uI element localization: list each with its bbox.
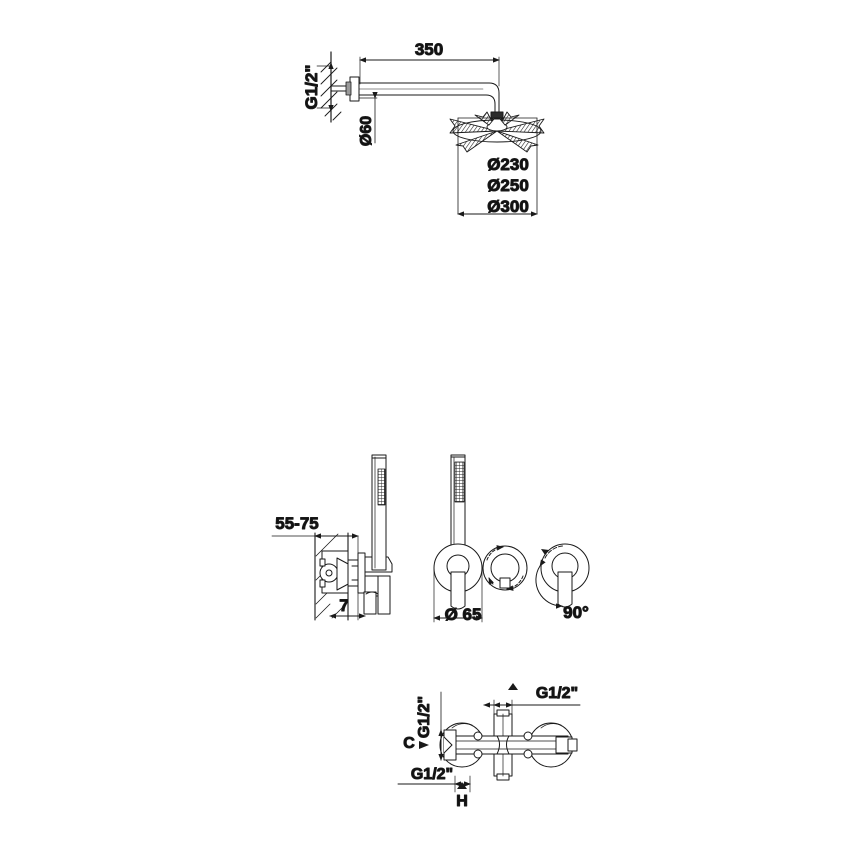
handshower-wand-left (371, 454, 387, 571)
concealed-valve-body (319, 550, 361, 594)
rain-shower-head (449, 111, 545, 153)
dimension-inlet-left: G1/2" (416, 691, 444, 761)
label-head-d1: Ø230 (487, 155, 529, 174)
label-inlet-top: G1/2" (536, 685, 578, 702)
dimension-arm-length: 350 (359, 40, 500, 87)
label-head-d2: Ø250 (487, 176, 529, 195)
mixer-front-view (433, 454, 483, 610)
cold-inlet-marker: C (403, 735, 429, 753)
label-escutcheon-diameter: Ø 65 (445, 605, 482, 624)
dimension-wall-depth: 55-75 (271, 514, 359, 557)
lever-rotation-diagram: 90° (535, 543, 590, 623)
label-cold: C (403, 735, 415, 752)
label-hot: H (456, 793, 468, 810)
label-inlet-thread: G1/2" (302, 65, 321, 110)
dimension-flange-diameter: Ø60 (358, 91, 378, 147)
label-flange-diameter: Ø60 (358, 116, 375, 146)
valve-inlets (443, 729, 533, 761)
dimension-inlet-top: G1/2" (483, 683, 581, 715)
rotation-ring-diagram (482, 545, 528, 591)
label-inlet-bottom: G1/2" (411, 766, 453, 783)
exposed-valve-view: C H G1/2" G1/2" G1/2" (397, 683, 581, 811)
shower-arm (358, 82, 504, 124)
label-rotation: 90° (563, 603, 589, 622)
dimension-escutcheon-diameter: Ø 65 (433, 567, 483, 625)
dimension-projection: 7 (329, 592, 366, 621)
dimension-head-diameters: Ø230 Ø250 Ø300 (457, 117, 538, 217)
handshower-mixer-view: 90° 55-75 7 Ø 65 (271, 454, 590, 625)
dimension-inlet-bottom: G1/2" (397, 766, 471, 793)
hot-inlet-marker: H (456, 782, 468, 811)
wall-flange (330, 76, 360, 102)
label-arm-length: 350 (415, 40, 443, 59)
label-projection: 7 (339, 596, 348, 615)
valve-spindle (493, 709, 513, 781)
overhead-shower-view: 350 G1/2" Ø60 Ø230 Ø250 Ø300 (302, 40, 545, 217)
valve-body (447, 735, 578, 755)
label-wall-depth: 55-75 (275, 514, 318, 533)
label-inlet-left: G1/2" (416, 696, 433, 738)
dimension-inlet-thread: G1/2" (302, 62, 334, 112)
label-head-d3: Ø300 (487, 197, 529, 216)
